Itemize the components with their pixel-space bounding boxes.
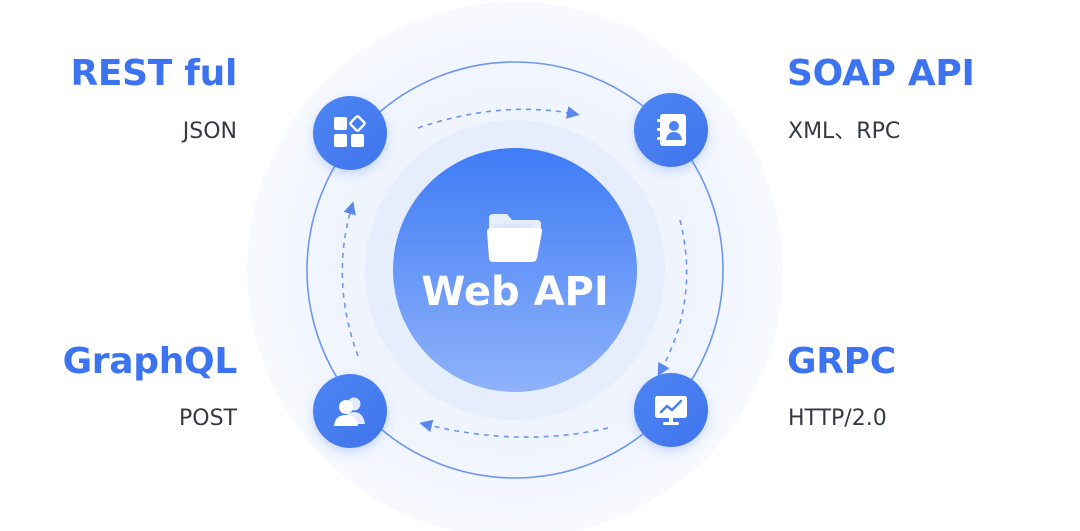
monitor-chart-icon	[655, 396, 687, 425]
folder-icon	[487, 214, 543, 262]
contact-book-icon	[657, 114, 686, 146]
center-label: Web API	[421, 269, 609, 315]
node-rest[interactable]	[313, 96, 387, 170]
node-subtitle-graphql: POST	[179, 406, 237, 431]
node-subtitle-grpc: HTTP/2.0	[788, 406, 887, 431]
arrow-rest-to-soap	[417, 106, 580, 129]
grid-apps-icon	[334, 115, 366, 147]
center-circle	[393, 148, 637, 392]
node-title-graphql: GraphQL	[62, 341, 238, 382]
users-icon	[334, 397, 365, 426]
node-title-soap: SOAP API	[787, 53, 975, 94]
node-subtitle-rest: JSON	[182, 119, 237, 144]
node-title-grpc: GRPC	[787, 341, 896, 382]
main-ring	[306, 61, 724, 479]
arrow-grpc-to-graphql	[419, 419, 609, 438]
node-subtitle-soap: XML、RPC	[788, 119, 901, 144]
node-title-rest: REST ful	[70, 53, 237, 94]
